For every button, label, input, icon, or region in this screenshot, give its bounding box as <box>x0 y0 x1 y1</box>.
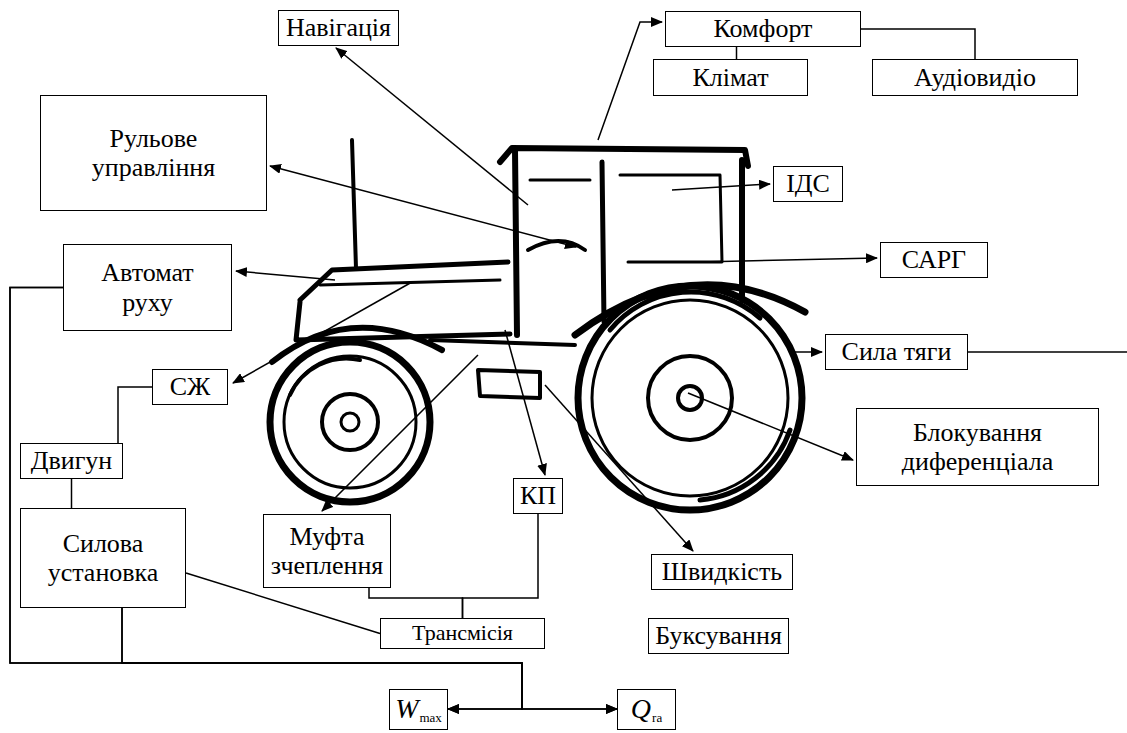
box-content: Клімат <box>692 63 768 92</box>
subscript-text: max <box>419 711 441 726</box>
box-content: Буксування <box>655 621 782 650</box>
box-content: КП <box>520 481 556 510</box>
box-content: Автомат руху <box>92 258 204 316</box>
connector <box>369 588 463 618</box>
leader-line <box>322 355 478 511</box>
box-label: Силова установка <box>28 529 178 587</box>
box-label: Навігація <box>286 13 391 42</box>
symbol-text: W <box>395 693 418 724</box>
leader-line <box>672 184 770 190</box>
box-content: ІДС <box>786 169 830 198</box>
process-box: КП <box>513 478 563 514</box>
bus-line <box>968 351 1127 353</box>
process-box: Двигун <box>20 443 123 479</box>
box-content: Блокування диференціала <box>868 418 1088 476</box>
box-label: Трансмісія <box>412 621 513 646</box>
box-label: Клімат <box>692 63 768 92</box>
box-label: Сила тяги <box>842 337 952 366</box>
box-label: САРГ <box>902 245 966 274</box>
subscript-text: ra <box>652 711 662 726</box>
box-content: Рульове управління <box>46 124 261 182</box>
tractor-body <box>270 140 805 510</box>
box-label: Швидкість <box>662 557 782 586</box>
process-box: Wmax <box>389 689 448 730</box>
connector <box>736 47 738 59</box>
process-box: Автомат руху <box>63 244 232 331</box>
leader-line <box>236 271 335 280</box>
box-content: Wmax <box>395 693 442 726</box>
connector <box>10 288 617 710</box>
box-content: Аудіовидіо <box>914 63 1036 92</box>
box-content: САРГ <box>902 245 966 274</box>
leader-line <box>270 166 576 247</box>
process-box: Швидкість <box>651 554 793 590</box>
process-box: Рульове управління <box>40 95 267 211</box>
leader-line <box>700 258 877 262</box>
leader-line <box>505 330 545 475</box>
connector <box>463 514 539 618</box>
box-content: Трансмісія <box>412 621 513 646</box>
box-label: Комфорт <box>714 14 813 43</box>
process-box: Навігація <box>278 10 399 46</box>
process-box: Блокування диференціала <box>856 408 1099 486</box>
box-label: СЖ <box>170 372 211 401</box>
box-label: КП <box>520 481 556 510</box>
box-label: Муфта зчеплення <box>269 522 385 580</box>
box-label: Двигун <box>31 446 113 475</box>
process-box: Сила тяги <box>825 334 968 370</box>
leader-line <box>688 393 853 460</box>
box-content: Силова установка <box>28 529 178 587</box>
process-box: СЖ <box>152 369 228 405</box>
symbol-text: Q <box>631 693 651 724</box>
connector <box>861 29 975 59</box>
leader-lines <box>233 22 1127 551</box>
process-box: Комфорт <box>665 11 861 47</box>
box-label: ІДС <box>786 169 830 198</box>
box-content: Навігація <box>286 13 391 42</box>
process-box: Аудіовидіо <box>872 59 1078 96</box>
box-label: Буксування <box>655 621 782 650</box>
box-label: Блокування диференціала <box>868 418 1088 476</box>
leader-line <box>233 282 412 383</box>
leader-line <box>545 385 693 551</box>
box-content: Швидкість <box>662 557 782 586</box>
box-content: Сила тяги <box>842 337 952 366</box>
box-label: Аудіовидіо <box>914 63 1036 92</box>
process-box: Муфта зчеплення <box>263 514 391 588</box>
box-content: Двигун <box>31 446 113 475</box>
process-box: Силова установка <box>20 508 186 608</box>
process-box: Трансмісія <box>380 618 545 649</box>
leader-line <box>336 48 528 205</box>
connector <box>122 608 522 709</box>
box-label: Рульове управління <box>46 124 261 182</box>
box-content: Муфта зчеплення <box>269 522 385 580</box>
box-content: Комфорт <box>714 14 813 43</box>
process-box: Клімат <box>653 59 808 96</box>
process-box: Буксування <box>648 618 789 654</box>
process-box: САРГ <box>880 242 988 278</box>
process-box: ІДС <box>773 166 843 202</box>
box-content: СЖ <box>170 372 211 401</box>
leader-line <box>792 351 822 353</box>
process-box: Qra <box>617 689 676 730</box>
connector <box>71 479 73 508</box>
box-content: Qra <box>631 693 662 726</box>
box-label: Автомат руху <box>92 258 204 316</box>
connector <box>118 387 152 443</box>
connector <box>122 608 617 709</box>
